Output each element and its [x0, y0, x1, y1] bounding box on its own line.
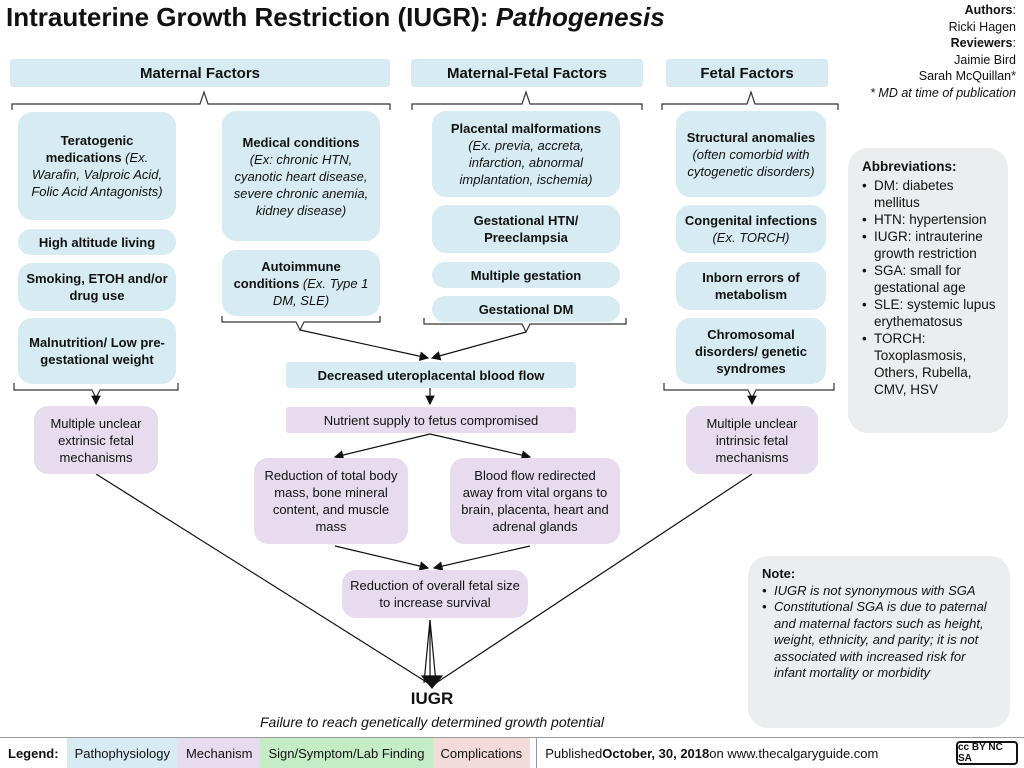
box-reduction-fetal-size: Reduction of overall fetal size to incre…	[342, 570, 528, 618]
abbreviation-item: IUGR: intrauterine growth restriction	[862, 228, 998, 262]
abbreviation-item: TORCH: Toxoplasmosis, Others, Rubella, C…	[862, 330, 998, 398]
iugr-outcome: IUGR	[410, 689, 454, 708]
legend-mechanism: Mechanism	[177, 737, 261, 768]
header-maternal-factors: Maternal Factors	[10, 59, 390, 87]
box-teratogenic-medications: Teratogenic medications (Ex. Warafin, Va…	[18, 112, 176, 220]
maternal-right-bottom-brace	[221, 316, 381, 332]
abbreviation-item: SGA: small for gestational age	[862, 262, 998, 296]
fetal-header-brace	[661, 90, 839, 110]
reviewer-name-2: Sarah McQuillan*	[918, 69, 1016, 83]
box-nutrient-supply: Nutrient supply to fetus compromised	[286, 407, 576, 433]
box-medical-conditions: Medical conditions(Ex: chronic HTN, cyan…	[222, 111, 380, 241]
published-line: Published October, 30, 2018 on www.theca…	[536, 737, 886, 768]
cc-license-icon: cc BY NC SA	[956, 741, 1018, 765]
box-extrinsic-mechanisms: Multiple unclear extrinsic fetal mechani…	[34, 406, 158, 474]
maternal-left-bottom-brace	[13, 383, 179, 400]
box-intrinsic-mechanisms: Multiple unclear intrinsic fetal mechani…	[686, 406, 818, 474]
box-gestational-htn: Gestational HTN/ Preeclampsia	[432, 205, 620, 253]
abbreviation-item: HTN: hypertension	[862, 211, 998, 228]
reviewers-label: Reviewers	[950, 36, 1013, 50]
note-title: Note:	[762, 566, 796, 581]
abbreviation-item: SLE: systemic lupus erythematosus	[862, 296, 998, 330]
page-title: Intrauterine Growth Restriction (IUGR): …	[6, 2, 665, 32]
box-inborn-errors: Inborn errors of metabolism	[676, 262, 826, 310]
box-congenital-infections: Congenital infections(Ex. TORCH)	[676, 205, 826, 253]
box-autoimmune-conditions: Autoimmune conditions (Ex. Type 1 DM, SL…	[222, 250, 380, 316]
box-structural-anomalies: Structural anomalies(often comorbid with…	[676, 111, 826, 197]
box-smoking-etoh-drugs: Smoking, ETOH and/or drug use	[18, 263, 176, 311]
authors-block: Authors: Ricki Hagen Reviewers: Jaimie B…	[870, 3, 1016, 100]
maternal-fetal-header-brace	[411, 90, 643, 110]
authors-label: Authors	[964, 3, 1013, 17]
box-reduction-body-mass: Reduction of total body mass, bone miner…	[254, 458, 408, 544]
box-gestational-dm: Gestational DM	[432, 296, 620, 322]
note-item: IUGR is not synonymous with SGA	[762, 583, 1000, 600]
legend-complications: Complications	[432, 737, 531, 768]
legend-sign-symptom: Sign/Symptom/Lab Finding	[260, 737, 433, 768]
note-item: Constitutional SGA is due to paternal an…	[762, 599, 1000, 682]
author-name: Ricki Hagen	[948, 19, 1016, 34]
maternal-header-brace	[11, 90, 391, 110]
box-chromosomal-disorders: Chromosomal disorders/ genetic syndromes	[676, 318, 826, 384]
legend-label: Legend:	[8, 745, 59, 761]
header-maternal-fetal-factors: Maternal-Fetal Factors	[411, 59, 643, 87]
reviewer-name-1: Jaimie Bird	[954, 52, 1016, 67]
abbreviations-title: Abbreviations:	[862, 159, 957, 174]
legend-bar: Legend: Pathophysiology Mechanism Sign/S…	[0, 737, 1024, 768]
abbreviations-panel: Abbreviations: DM: diabetes mellitus HTN…	[848, 148, 1008, 433]
box-blood-flow-redirected: Blood flow redirected away from vital or…	[450, 458, 620, 544]
note-panel: Note: IUGR is not synonymous with SGA Co…	[748, 556, 1010, 728]
iugr-definition: Failure to reach genetically determined …	[260, 714, 604, 730]
abbreviation-item: DM: diabetes mellitus	[862, 177, 998, 211]
box-placental-malformations: Placental malformations(Ex. previa, accr…	[432, 111, 620, 197]
box-multiple-gestation: Multiple gestation	[432, 262, 620, 288]
authors-note: * MD at time of publication	[870, 85, 1016, 100]
fetal-bottom-brace	[663, 383, 835, 400]
legend-pathophysiology: Pathophysiology	[66, 737, 178, 768]
header-fetal-factors: Fetal Factors	[666, 59, 828, 87]
box-decreased-blood-flow: Decreased uteroplacental blood flow	[286, 362, 576, 388]
box-malnutrition: Malnutrition/ Low pre-gestational weight	[18, 318, 176, 384]
box-high-altitude-living: High altitude living	[18, 229, 176, 255]
